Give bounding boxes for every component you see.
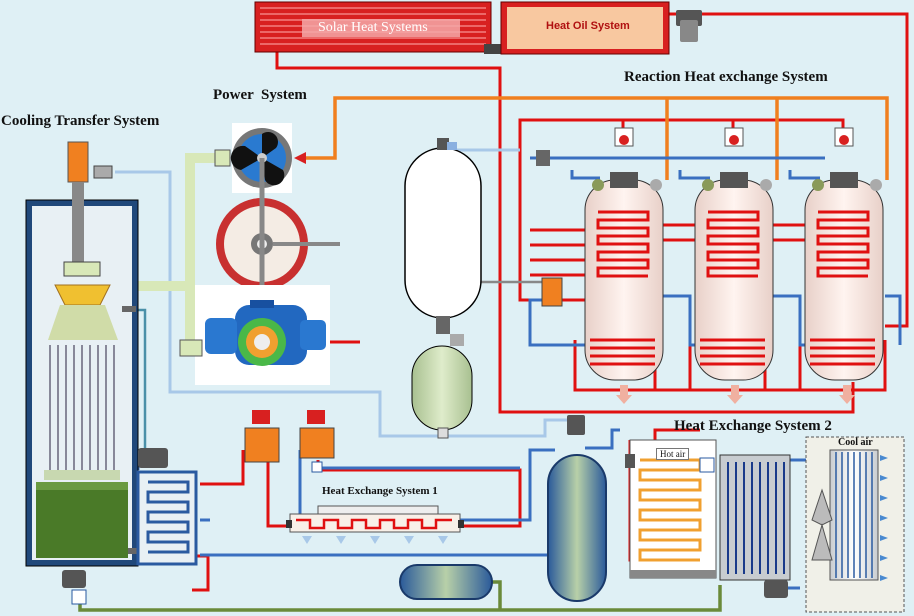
green-separator-tank[interactable] bbox=[547, 415, 607, 602]
reactor-top-valves[interactable] bbox=[536, 127, 882, 191]
pale-green-pipes bbox=[120, 153, 220, 345]
light-blue-pipes bbox=[115, 148, 580, 438]
cool-air-label: Cool air bbox=[838, 437, 873, 448]
cooling-system-label: Cooling Transfer System bbox=[1, 113, 160, 129]
orange-actuators[interactable] bbox=[244, 277, 563, 473]
accumulator-tank-upper[interactable] bbox=[404, 138, 482, 319]
actuator-valves-left[interactable] bbox=[62, 448, 168, 605]
reaction-system-label: Reaction Heat exchange System bbox=[624, 69, 828, 85]
power-system-label: Power System bbox=[213, 87, 307, 103]
cool-air-unit[interactable] bbox=[805, 436, 905, 613]
cooling-column[interactable] bbox=[25, 141, 142, 567]
orange-pipes bbox=[300, 96, 889, 180]
reaction-vessel-2[interactable] bbox=[694, 172, 774, 381]
heat-oil-system[interactable] bbox=[500, 1, 702, 55]
horizontal-tank[interactable] bbox=[399, 564, 493, 600]
heat-exchanger-1[interactable] bbox=[286, 505, 464, 544]
vessel-outlet-arrows bbox=[616, 385, 855, 404]
hot-air-exchanger[interactable] bbox=[625, 439, 717, 579]
reaction-vessel-1[interactable] bbox=[584, 172, 664, 381]
reaction-vessel-3[interactable] bbox=[804, 172, 884, 381]
generator-disc[interactable] bbox=[216, 198, 340, 290]
heat-oil-label: Heat Oil System bbox=[546, 20, 630, 32]
hot-air-label: Hot air bbox=[656, 448, 690, 460]
hx2-label: Heat Exchange System 2 bbox=[674, 418, 832, 434]
solar-heat-panel[interactable] bbox=[254, 1, 502, 54]
hx1-label: Heat Exchange System 1 bbox=[322, 485, 438, 497]
accumulator-tank-lower[interactable] bbox=[411, 316, 473, 439]
pump-unit[interactable] bbox=[179, 285, 330, 385]
solar-heat-label: Solar Heat Systems bbox=[318, 20, 428, 35]
cold-coil-exchanger[interactable] bbox=[719, 454, 791, 598]
coil-box-left[interactable] bbox=[136, 470, 198, 566]
